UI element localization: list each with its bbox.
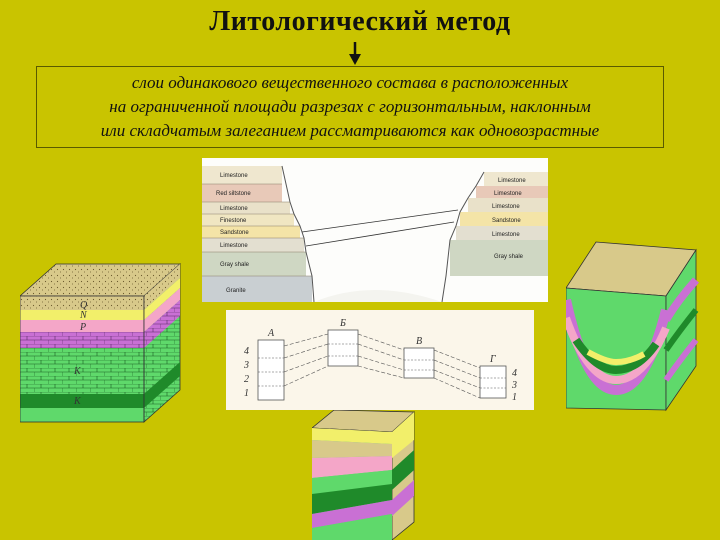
canyon-cross-section: Limestone Red siltstone Limestone Finest… [202, 158, 548, 302]
canyon-left-label: Limestone [220, 173, 248, 179]
canyon-left-label: Gray shale [220, 262, 250, 268]
canyon-right-label: Gray shale [494, 254, 524, 260]
column-letter: Г [489, 354, 496, 365]
layer-number: 4 [512, 368, 517, 379]
canyon-left-label: Finestone [220, 218, 247, 224]
strata-letter: K [73, 396, 82, 407]
definition-box: слои одинакового вещественного состава в… [36, 66, 664, 148]
horizontal-strata-block: Q N P K K [20, 263, 182, 423]
column-letter: В [416, 336, 422, 347]
canyon-left-label: Limestone [220, 243, 248, 249]
layer-number: 3 [511, 380, 517, 391]
page-title: Литологический метод [209, 6, 511, 37]
canyon-left-label: Red siltstone [216, 191, 251, 197]
section-correlation-diagram: А Б В Г 4 3 2 1 4 3 1 [226, 310, 534, 410]
canyon-right-label: Sandstone [492, 218, 521, 224]
layer-number: 3 [243, 360, 249, 371]
arrow-down-icon [349, 42, 361, 65]
strata-letter: K [73, 366, 82, 377]
canyon-left-label: Sandstone [220, 230, 249, 236]
column-letter: Б [339, 318, 346, 329]
canyon-right-label: Limestone [492, 204, 520, 210]
layer-number: 1 [512, 392, 517, 403]
canyon-left-label: Granite [226, 288, 246, 294]
layer-number: 2 [244, 374, 249, 385]
layer-number: 1 [244, 388, 249, 399]
definition-line-1: слои одинакового вещественного состава в… [131, 73, 569, 92]
strata-letter: N [79, 310, 88, 321]
strata-letter: P [79, 322, 86, 333]
folded-strata-block [566, 241, 699, 412]
canyon-right-label: Limestone [494, 191, 522, 197]
column-letter: А [267, 328, 275, 339]
definition-line-3: или складчатым залеганием рассматриваютс… [100, 121, 600, 140]
canyon-left-label: Limestone [220, 206, 248, 212]
layer-number: 4 [244, 346, 249, 357]
canyon-right-label: Limestone [498, 178, 526, 184]
canyon-right-label: Limestone [492, 232, 520, 238]
inclined-strata-block [312, 410, 416, 540]
definition-line-2: на ограниченной площади разрезах с гориз… [109, 97, 591, 116]
strata-letter: Q [80, 300, 88, 311]
